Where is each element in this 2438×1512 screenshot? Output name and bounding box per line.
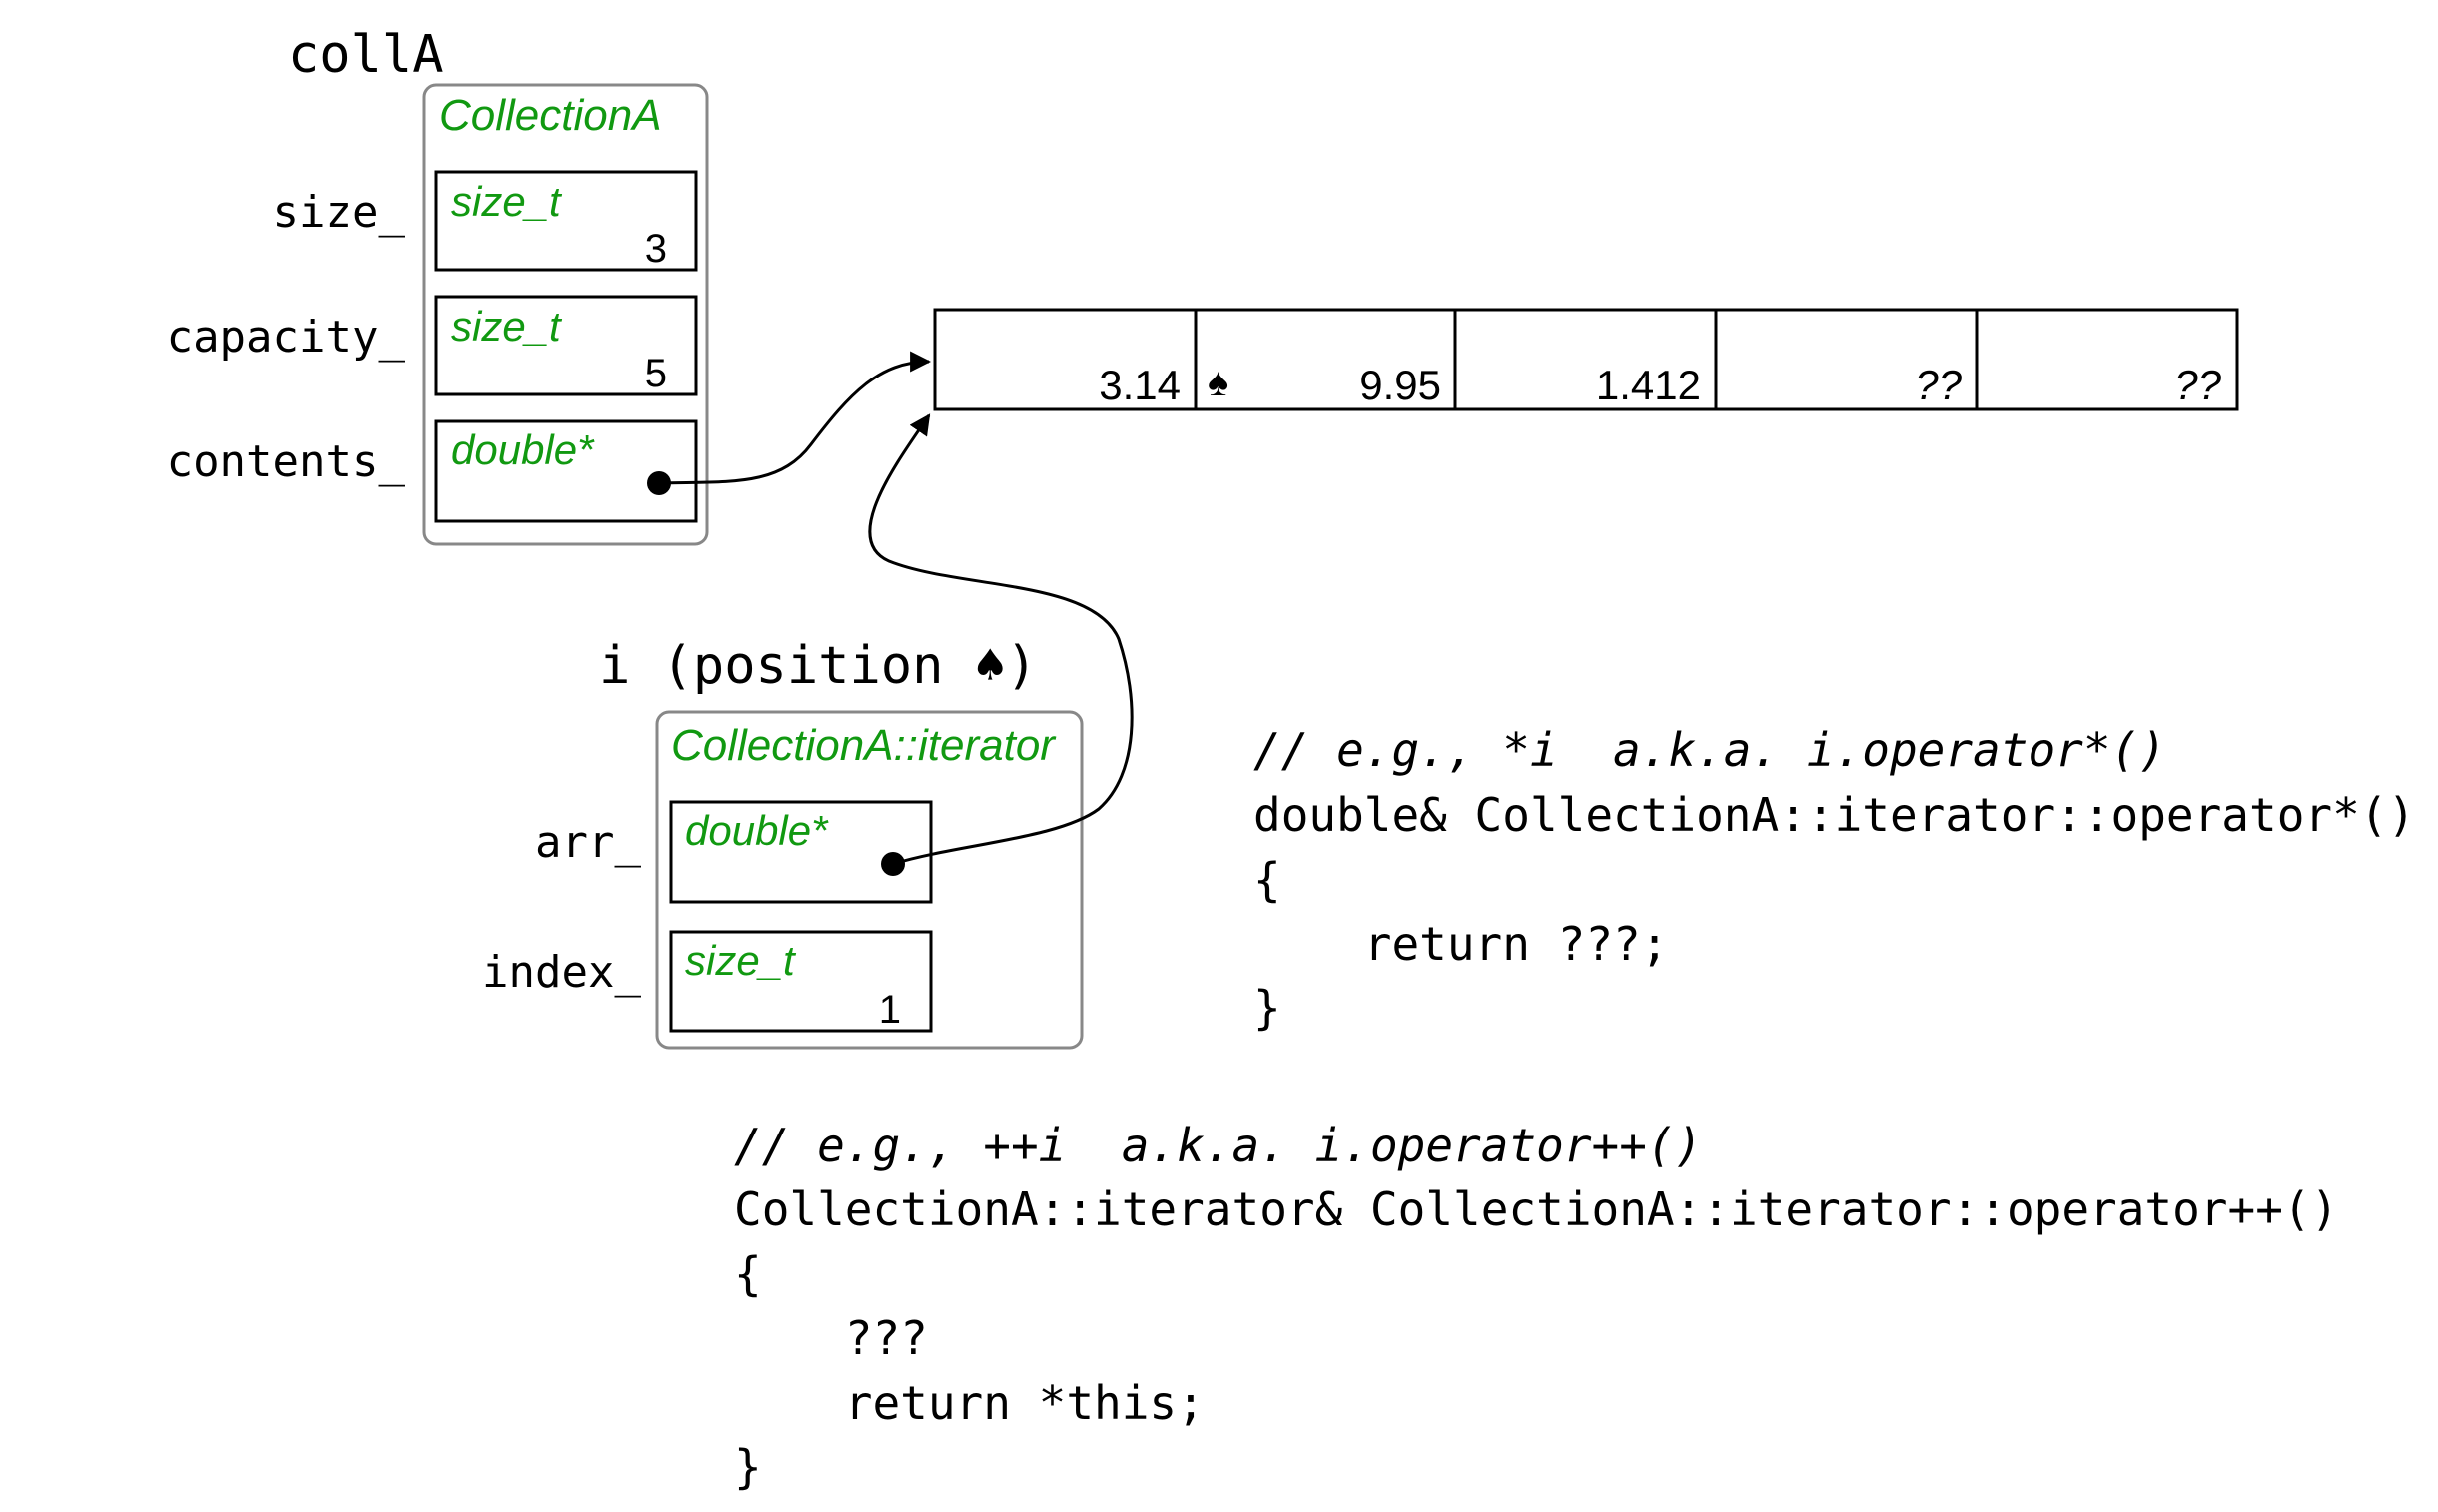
code-block-increment: // e.g., ++i a.k.a. i.operator++() Colle… [734, 1119, 2338, 1494]
iterator-field-arr-name: arr_ [535, 817, 641, 868]
iterator-var-name: i (position ♠) [599, 636, 1037, 696]
colla-field-contents-box [434, 419, 698, 523]
colla-var-name: collA [288, 25, 444, 85]
arr-pointer-arrow [868, 413, 1134, 866]
code-line: return ???; [1253, 917, 1668, 971]
array-cell-3-value: ?? [1915, 362, 1962, 408]
colla-field-contents-type: double* [451, 426, 595, 473]
array-cell-2-value: 1.412 [1596, 362, 1701, 408]
iterator-field-index-box [669, 930, 933, 1033]
code-line: } [734, 1440, 762, 1494]
code-line: } [1253, 981, 1281, 1035]
colla-field-size-box [434, 170, 698, 272]
code-line: // e.g., *i a.k.a. i.operator*() [1253, 723, 2166, 777]
code-block-deref: // e.g., *i a.k.a. i.operator*() double&… [1253, 723, 2415, 1035]
iterator-field-index-name: index_ [482, 947, 641, 998]
colla-object-box [422, 83, 709, 546]
code-line: ??? [734, 1311, 928, 1365]
colla-field-capacity-box [434, 295, 698, 396]
colla-field-size-type: size_t [451, 178, 563, 225]
iterator-field-index-value: 1 [879, 988, 901, 1032]
code-line: { [734, 1247, 762, 1301]
heap-array-box [933, 308, 2239, 411]
code-line: // e.g., ++i a.k.a. i.operator++() [734, 1119, 1702, 1172]
colla-class-name: CollectionA [439, 91, 662, 140]
iterator-field-arr-box [669, 800, 933, 904]
code-line: double& CollectionA::iterator::operator*… [1253, 788, 2415, 842]
iterator-class-name: CollectionA::iterator [671, 721, 1057, 770]
iterator-object-box [655, 710, 1084, 1050]
code-line: return *this; [734, 1376, 1205, 1430]
colla-field-size-value: 3 [645, 227, 667, 271]
colla-field-capacity-type: size_t [451, 303, 563, 350]
array-cell-4-value: ?? [2174, 362, 2221, 408]
contents-pointer-arrow [658, 351, 932, 485]
position-marker-icon: ♠ [1208, 361, 1228, 404]
colla-field-capacity-value: 5 [645, 352, 667, 395]
code-line: CollectionA::iterator& CollectionA::iter… [734, 1182, 2338, 1236]
code-line: { [1253, 853, 1281, 907]
iterator-field-arr-type: double* [685, 807, 829, 854]
colla-field-size-name: size_ [273, 187, 406, 238]
colla-field-capacity-name: capacity_ [167, 312, 406, 363]
array-cell-1-value: 9.95 [1359, 362, 1441, 408]
array-cell-0-value: 3.14 [1099, 362, 1181, 408]
colla-field-contents-name: contents_ [167, 436, 406, 487]
iterator-field-index-type: size_t [685, 937, 797, 984]
